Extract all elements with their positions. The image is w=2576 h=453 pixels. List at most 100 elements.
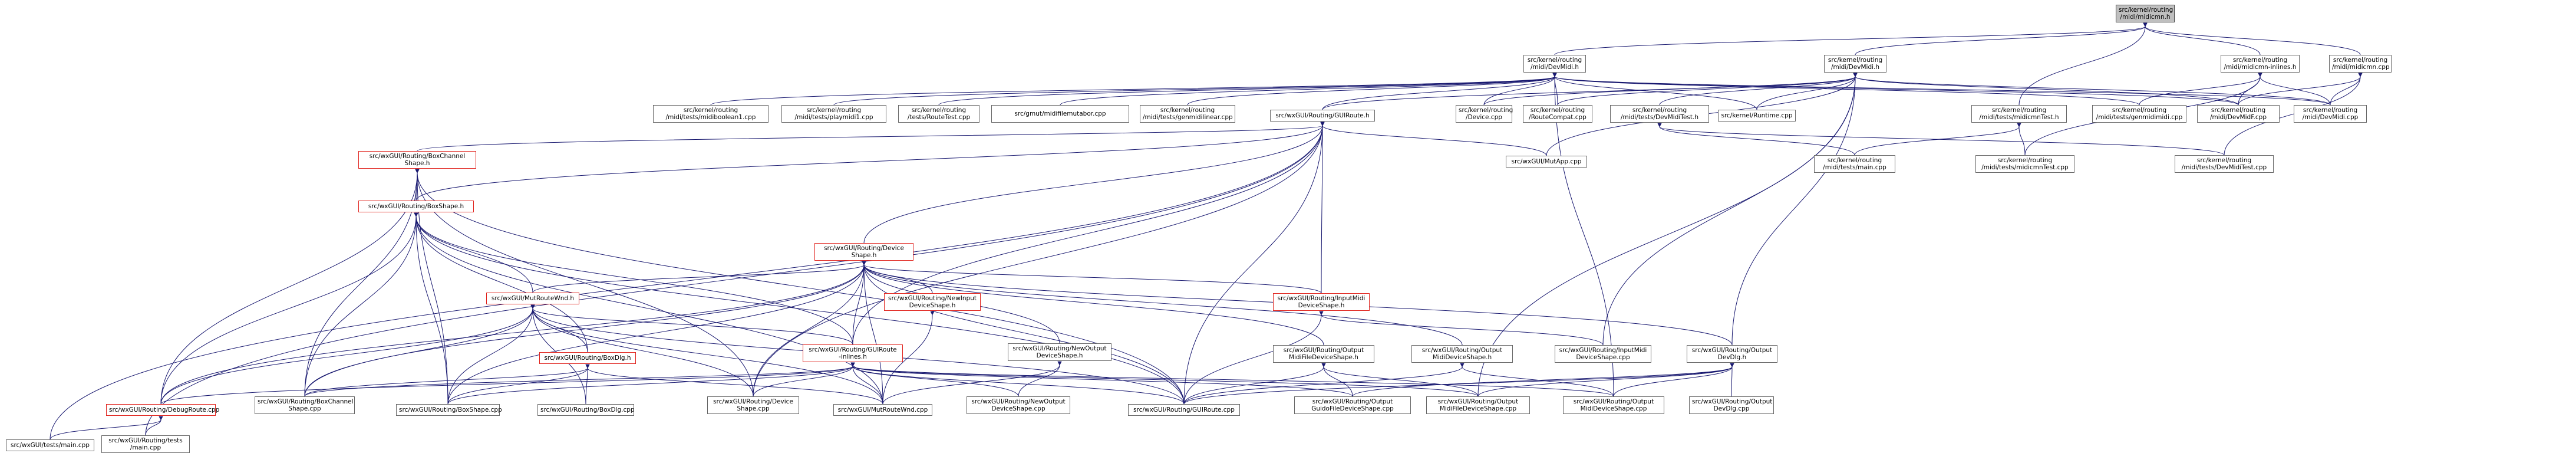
edge-outputmidifileh-to-midifilecpp bbox=[1321, 363, 1479, 397]
edge-devmidih-to-outputmidicpp bbox=[1552, 73, 1614, 397]
node-label-line: src/kernel/routing bbox=[1530, 107, 1585, 114]
node-devmiditesth[interactable]: src/kernel/routing/midi/tests/DevMidiTes… bbox=[1610, 105, 1709, 123]
node-label-line: src/wxGUI/Routing/BoxChannel bbox=[369, 153, 466, 160]
node-label-line: Shape.cpp bbox=[288, 405, 321, 412]
edge-guirouteinlines-to-newoutputcpp bbox=[850, 362, 1019, 397]
edge-deviceshapeh-to-boxshapecpp bbox=[447, 261, 866, 405]
node-boxdlgh[interactable]: src/wxGUI/Routing/BoxDlg.h bbox=[539, 352, 636, 364]
node-label-line: DeviceShape.h bbox=[1036, 352, 1083, 359]
node-debugrouteh[interactable]: src/wxGUI/Routing/DebugRoute.cpp bbox=[106, 404, 219, 416]
node-testsmaincpp[interactable]: src/kernel/routing/midi/tests/main.cpp bbox=[1814, 155, 1895, 173]
node-inlines[interactable]: src/kernel/routing/midi/midicmn-inlines.… bbox=[2221, 55, 2300, 73]
node-devmidih[interactable]: src/kernel/routing/midi/DevMidi.h bbox=[1523, 55, 1586, 73]
edge-guirouteinlines-to-boxchannelcpp bbox=[304, 362, 855, 397]
node-mutroutewndh[interactable]: src/wxGUI/MutRouteWnd.h bbox=[486, 293, 579, 304]
node-routecompat[interactable]: src/kernel/routing/RouteCompat.cpp bbox=[1523, 105, 1592, 123]
node-devmidfcpp[interactable]: src/kernel/routing/midi/DevMidF.cpp bbox=[2197, 105, 2280, 123]
node-boxdlgcpp[interactable]: src/wxGUI/Routing/BoxDlg.cpp bbox=[537, 404, 635, 416]
edge-devmidih-to-genmidilinear bbox=[1187, 73, 1557, 106]
edge-boxshapeh-to-guirouteinlines bbox=[414, 212, 853, 345]
edge-guirouteh-to-boxshapeh bbox=[415, 122, 1325, 201]
node-label-line: DevDlg.cpp bbox=[1713, 405, 1750, 412]
edge-guirouteh-to-boxchannelh bbox=[417, 122, 1325, 152]
node-boxshapecpp[interactable]: src/wxGUI/Routing/BoxShape.cpp bbox=[396, 404, 502, 416]
node-wxroutingtestsmain[interactable]: src/wxGUI/Routing/tests/main.cpp bbox=[101, 435, 190, 453]
node-runtimecpp[interactable]: src/kernel/Runtime.cpp bbox=[1718, 110, 1796, 122]
node-devicecpp[interactable]: src/kernel/routing/Device.cpp bbox=[1456, 105, 1513, 123]
edge-devmidih-to-guirouteh bbox=[1322, 73, 1557, 110]
node-label-line: /midi/tests/playmidi1.cpp bbox=[794, 114, 873, 121]
node-label-line: src/kernel/routing bbox=[1997, 157, 2053, 164]
node-label-line: src/wxGUI/Routing/NewOutput bbox=[971, 398, 1066, 405]
node-midifilemutabor[interactable]: src/gmut/midifilemutabor.cpp bbox=[991, 105, 1129, 123]
edge-midicmncpp-to-devmidicpp bbox=[2330, 73, 2363, 106]
node-label-line: src/kernel/routing bbox=[2112, 107, 2167, 114]
node-label-line: src/kernel/routing bbox=[2333, 57, 2388, 64]
node-label-line: src/wxGUI/Routing/Device bbox=[713, 398, 793, 405]
edge-boxdlgh-to-mutroutewndcpp bbox=[585, 364, 883, 405]
node-playmidi[interactable]: src/kernel/routing/midi/tests/playmidi1.… bbox=[781, 105, 886, 123]
edge-devmidih2-to-outputdevdlgh bbox=[1731, 73, 1858, 346]
node-label-line: MidiFileDeviceShape.cpp bbox=[1439, 405, 1517, 412]
edge-guirouteinlines-to-deviceshapecpp bbox=[753, 362, 855, 397]
node-mutappcpp[interactable]: src/wxGUI/MutApp.cpp bbox=[1506, 156, 1587, 168]
node-midicmncpp[interactable]: src/kernel/routing/midi/midicmn.cpp bbox=[2329, 55, 2392, 73]
node-boxshapeh[interactable]: src/wxGUI/Routing/BoxShape.h bbox=[358, 201, 474, 212]
node-routetest[interactable]: src/kernel/routing/tests/RouteTest.cpp bbox=[898, 105, 979, 123]
node-label-line: src/wxGUI/Routing/Output bbox=[1437, 398, 1519, 405]
edge-debugrouteh-to-wxroutingtestsmain bbox=[145, 416, 163, 436]
node-midicmntesth[interactable]: src/kernel/routing/midi/tests/midicmnTes… bbox=[1971, 105, 2067, 123]
node-booleanfail[interactable]: src/kernel/routing/midi/tests/midiboolea… bbox=[653, 105, 768, 123]
node-mutroutewndcpp[interactable]: src/wxGUI/MutRouteWnd.cpp bbox=[833, 404, 932, 416]
node-midicmntestcpp[interactable]: src/kernel/routing/midi/tests/midicmnTes… bbox=[1975, 155, 2074, 173]
node-label-line: src/kernel/routing bbox=[1828, 57, 1883, 64]
edge-guirouteh-to-wxroutingtestsmain bbox=[145, 122, 1325, 436]
node-devmidih2[interactable]: src/kernel/routing/midi/DevMidi.h bbox=[1824, 55, 1886, 73]
node-root: src/kernel/routing/midi/midicmn.h bbox=[2116, 5, 2175, 22]
edge-newinputh-to-mutroutewndcpp bbox=[882, 311, 935, 405]
node-label-line: Shape.h bbox=[404, 160, 430, 167]
edge-guirouteinlines-to-outputmidicpp bbox=[850, 362, 1614, 397]
node-label-line: src/wxGUI/Routing/GUIRoute bbox=[809, 346, 897, 353]
node-label-line: DeviceShape.h bbox=[1298, 302, 1345, 309]
edge-outputdevdlgh-to-outputmidicpp bbox=[1613, 363, 1734, 397]
edge-deviceshapeh-to-guiroutecpp bbox=[862, 261, 1185, 405]
edge-boxshapeh-to-boxchannelcpp bbox=[304, 212, 418, 397]
node-guiroutecpp[interactable]: src/wxGUI/Routing/GUIRoute.cpp bbox=[1128, 404, 1240, 416]
node-label-line: src/wxGUI/Routing/NewInput bbox=[888, 295, 977, 302]
node-genmidimidi[interactable]: src/kernel/routing/midi/tests/genmidimid… bbox=[2092, 105, 2186, 123]
node-wxtestsmain[interactable]: src/wxGUI/tests/main.cpp bbox=[6, 439, 94, 451]
node-guirouteinlines[interactable]: src/wxGUI/Routing/GUIRoute-inlines.h bbox=[803, 344, 903, 362]
node-label-line: /midi/tests/main.cpp bbox=[1823, 164, 1886, 171]
edge-root-to-inlines bbox=[2143, 22, 2261, 55]
edge-outputdevdlgh-to-midifilecpp bbox=[1477, 363, 1734, 397]
node-label-line: DevDlg.h bbox=[1717, 354, 1747, 361]
edge-boxshapeh-to-boxshapecpp bbox=[414, 212, 448, 405]
node-label-line: src/wxGUI/Routing/Output bbox=[1312, 398, 1393, 405]
node-label-line: src/kernel/routing bbox=[806, 107, 862, 114]
node-genmidilinear[interactable]: src/kernel/routing/midi/tests/genmidilin… bbox=[1140, 105, 1235, 123]
node-devmiditestcpp[interactable]: src/kernel/routing/midi/tests/DevMidiTes… bbox=[2175, 155, 2274, 173]
node-label-line: DeviceShape.cpp bbox=[1576, 354, 1630, 361]
node-guirouteh[interactable]: src/wxGUI/Routing/GUIRoute.h bbox=[1270, 110, 1375, 122]
edge-guirouteinlines-to-mutroutewndcpp bbox=[850, 362, 883, 405]
node-label-line: src/wxGUI/Routing/InputMidi bbox=[1277, 295, 1365, 302]
node-label-line: src/wxGUI/Routing/BoxDlg.cpp bbox=[540, 406, 635, 413]
node-devmidicpp[interactable]: src/kernel/routing/midi/DevMidi.cpp bbox=[2294, 105, 2367, 123]
